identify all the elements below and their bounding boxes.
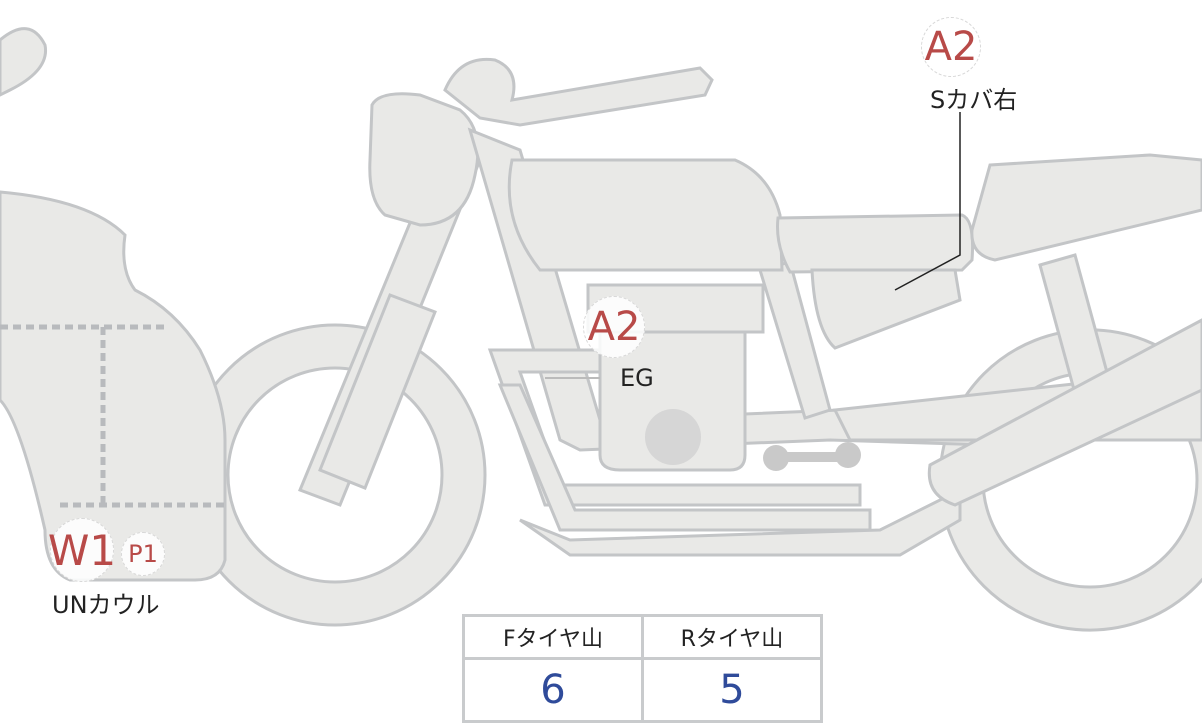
leader-line-side-cover [894,112,961,291]
footpeg [763,442,861,471]
damage-marker-engine[interactable]: A2 [583,296,645,358]
panel-dotted-lines [0,324,225,508]
front-cowl [0,190,227,582]
rear-tire-value: 5 [641,657,823,723]
upper-cowl [0,27,48,97]
engine [598,330,747,472]
lower-frame [519,487,962,557]
tire-tread-table: Fタイヤ山 Rタイヤ山 6 5 [462,614,823,723]
exhaust-pipe-lower [497,383,872,532]
engine-cover [645,409,701,465]
rear-tire-header: Rタイヤ山 [641,614,823,660]
part-label-side-cover: Sカバ右 [930,86,1018,114]
headlight [368,92,480,227]
part-label-engine: EG [620,364,654,392]
tail-cowl [970,153,1202,262]
fork-lower [318,293,437,490]
front-tire-header: Fタイヤ山 [462,614,644,660]
seat [776,213,974,274]
damage-marker-cowl[interactable]: W1 [48,518,116,582]
rear-fender [927,318,1202,507]
damage-marker-side-cover[interactable]: A2 [921,17,981,77]
damage-sub-marker-cowl[interactable]: P1 [121,532,165,576]
side-cover-right [810,268,962,350]
fuel-tank [507,158,784,272]
handlebar [443,57,714,127]
front-wheel [183,323,487,627]
part-label-cowl: UNカウル [52,591,160,619]
front-tire-value: 6 [462,657,644,723]
